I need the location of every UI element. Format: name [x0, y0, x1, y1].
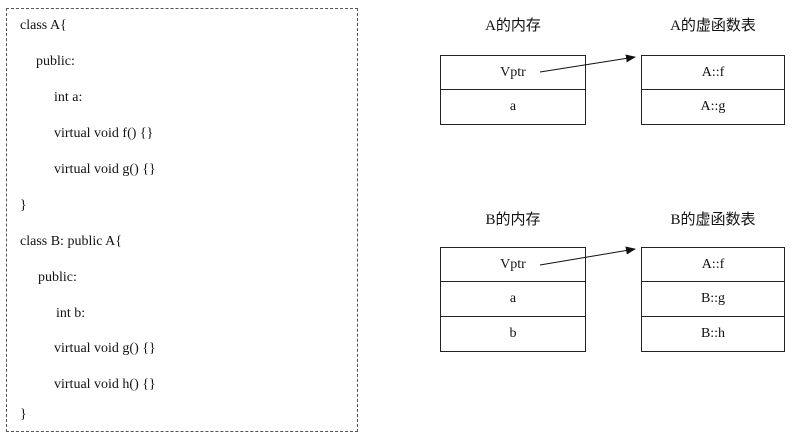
code-line-class-a: class A{	[20, 18, 67, 33]
b-vtable-cell-h: B::h	[700, 326, 726, 341]
b-memory-table: Vptr a b	[440, 247, 586, 352]
a-vtable-table: A::f A::g	[641, 55, 785, 125]
b-vtable-cell-f: A::f	[642, 248, 784, 282]
a-memory-cell-a: a	[509, 99, 517, 114]
a-vptr-arrow	[539, 54, 636, 73]
b-vtable-cell-g: B::g	[642, 282, 784, 317]
a-memory-title: A的内存	[485, 18, 541, 34]
a-vtable-cell-f: A::f	[642, 56, 784, 90]
code-line-int-b: int b:	[56, 306, 86, 321]
b-vptr-arrow	[539, 246, 636, 266]
a-memory-cell-vptr: Vptr	[441, 56, 585, 90]
code-line-public-b: public:	[38, 270, 77, 285]
code-line-int-a: int a:	[54, 90, 83, 105]
a-vtable-cell-g: A::g	[700, 99, 726, 114]
b-memory-cell-vptr: Vptr	[441, 248, 585, 282]
b-vtable-table: A::f B::g B::h	[641, 247, 785, 352]
code-line-virtual-h: virtual void h() {}	[54, 377, 156, 392]
code-line-close-b: }	[20, 407, 27, 422]
code-line-class-b: class B: public A{	[20, 234, 122, 249]
a-memory-table: Vptr a	[440, 55, 586, 125]
code-line-virtual-g-a: virtual void g() {}	[54, 162, 156, 177]
b-vtable-title: B的虚函数表	[670, 212, 756, 228]
a-vtable-title: A的虚函数表	[670, 18, 756, 34]
code-line-close-a: }	[20, 198, 27, 213]
code-line-virtual-g-b: virtual void g() {}	[54, 341, 156, 356]
code-listing-box: class A{ public: int a: virtual void f()…	[6, 8, 358, 432]
b-memory-title: B的内存	[485, 212, 541, 228]
b-memory-cell-b: b	[509, 326, 517, 341]
b-memory-cell-a: a	[441, 282, 585, 317]
code-line-virtual-f: virtual void f() {}	[54, 126, 154, 141]
code-line-public-a: public:	[36, 54, 75, 69]
